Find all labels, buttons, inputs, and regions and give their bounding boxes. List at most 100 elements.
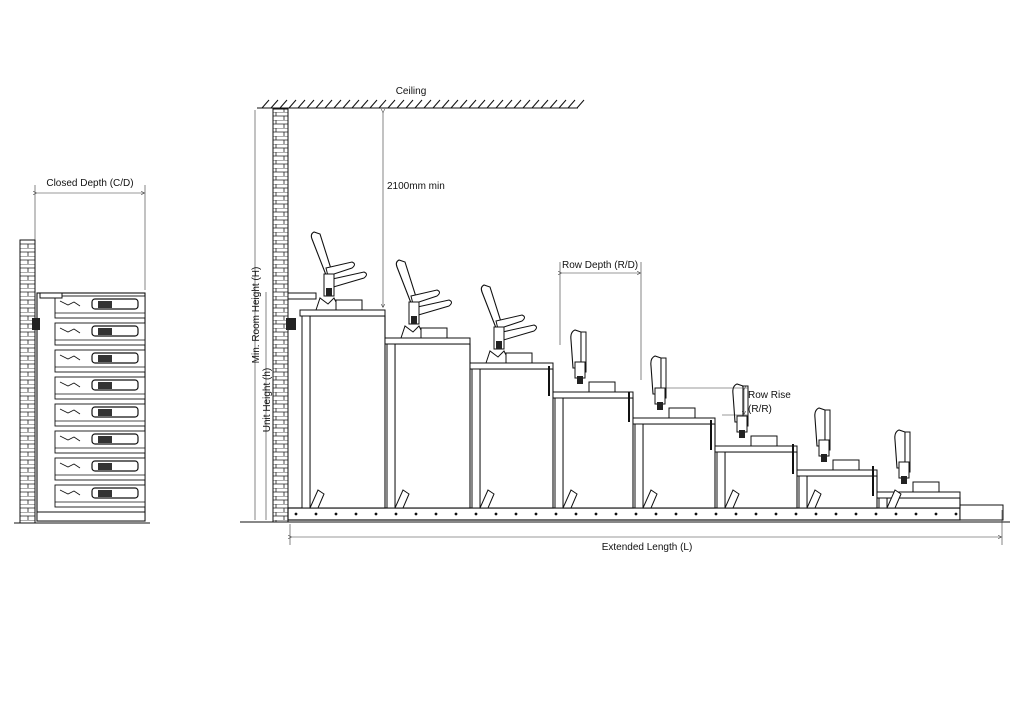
hatch-stroke (270, 99, 279, 109)
seat-pan (497, 324, 537, 342)
hatch-stroke (450, 99, 459, 109)
hatch-stroke (477, 99, 486, 109)
closed-tier (54, 457, 146, 481)
hatch-stroke (324, 99, 333, 109)
hatch-stroke (405, 99, 414, 109)
deck (384, 337, 471, 345)
top-cap (287, 292, 317, 300)
hatch-stroke (414, 99, 423, 109)
rail-bolt (894, 512, 898, 516)
hatch-stroke (333, 99, 342, 109)
hatch-stroke (504, 99, 513, 109)
top-cap (39, 292, 63, 299)
support-post (471, 368, 481, 509)
hatch-stroke (315, 99, 324, 109)
deck (876, 491, 961, 499)
wall-bracket (286, 318, 296, 330)
rail-bolt (514, 512, 518, 516)
closed-tier (54, 322, 146, 346)
seat-bracket (59, 381, 81, 388)
seat-mechanism (98, 409, 112, 416)
rail-bolt (414, 512, 418, 516)
rail-bolt (454, 512, 458, 516)
seat-pedestal (736, 415, 748, 433)
seat-bracket (59, 300, 81, 307)
closed-tier (54, 430, 146, 454)
wall-bracket (32, 318, 40, 330)
rail-bolt (594, 512, 598, 516)
hatch-stroke (369, 99, 378, 109)
dimensions: 2100mm min Min. Room Height (H) Unit Hei… (251, 110, 1003, 553)
hatch-stroke (387, 99, 396, 109)
wheel-leg (886, 489, 902, 509)
wheel-leg (479, 489, 495, 509)
rail-bolt (534, 512, 538, 516)
seat-mechanism (496, 341, 502, 349)
tier (792, 407, 878, 509)
wheel-leg (562, 489, 578, 509)
armrest (495, 314, 525, 330)
unit-height-label: Unit Height (h) (262, 368, 273, 432)
base-rail (287, 507, 961, 521)
footboard-step (832, 459, 860, 471)
support-post (554, 397, 564, 509)
hatch-stroke (360, 99, 369, 109)
ceiling-label: Ceiling (396, 86, 427, 97)
seat-mechanism (98, 463, 112, 470)
rail-bolt (754, 512, 758, 516)
seat-bracket (59, 354, 81, 361)
rail-bolt (914, 512, 918, 516)
extended-length-label: Extended Length (L) (602, 542, 693, 553)
closed-unit: Closed Depth (C/D) (14, 178, 150, 524)
left-brick-wall (19, 239, 36, 524)
hatch-stroke (396, 99, 405, 109)
closed-tier (54, 295, 146, 319)
rail-bolt (734, 512, 738, 516)
rail-bolt (334, 512, 338, 516)
seat-mechanism (901, 476, 907, 484)
seat-mechanism (98, 355, 112, 362)
rail-bolt (794, 512, 798, 516)
rail-bolt (314, 512, 318, 516)
seat-mechanism (98, 328, 112, 335)
rail-bolt (294, 512, 298, 516)
support-post (878, 497, 888, 509)
wheel-leg (309, 489, 325, 509)
row-rise-label: Row Rise (748, 390, 791, 401)
front-platform (959, 504, 1004, 521)
rail-bolt (934, 512, 938, 516)
rail-bolt (694, 512, 698, 516)
hatch-stroke (297, 99, 306, 109)
hatch-stroke (486, 99, 495, 109)
rail-bolt (814, 512, 818, 516)
seat-pan (327, 271, 367, 289)
seat-pedestal (818, 439, 830, 457)
rail-bolt (394, 512, 398, 516)
rail-bolt (774, 512, 778, 516)
hatch-stroke (522, 99, 531, 109)
armrest (325, 261, 355, 277)
riser-box (394, 343, 471, 509)
support-post (386, 343, 396, 509)
footboard-step (505, 352, 533, 364)
ceiling: Ceiling (257, 86, 585, 109)
footboard-step (668, 407, 696, 419)
ceiling-hatch (261, 99, 585, 109)
hatch-stroke (459, 99, 468, 109)
riser-box (562, 397, 634, 509)
seat-mechanism (98, 490, 112, 497)
tier (872, 429, 961, 509)
seat-mechanism (98, 382, 112, 389)
support-post (634, 423, 644, 509)
closed-tier (54, 484, 146, 508)
deck (714, 445, 798, 453)
seat-bracket (59, 327, 81, 334)
hatch-stroke (513, 99, 522, 109)
seat-bracket (59, 462, 81, 469)
seat-mechanism (739, 430, 745, 438)
seat-mechanism (411, 316, 417, 324)
rail-bolt (354, 512, 358, 516)
rail-bolt (854, 512, 858, 516)
rail-bolt (554, 512, 558, 516)
footboard-step (588, 381, 616, 393)
